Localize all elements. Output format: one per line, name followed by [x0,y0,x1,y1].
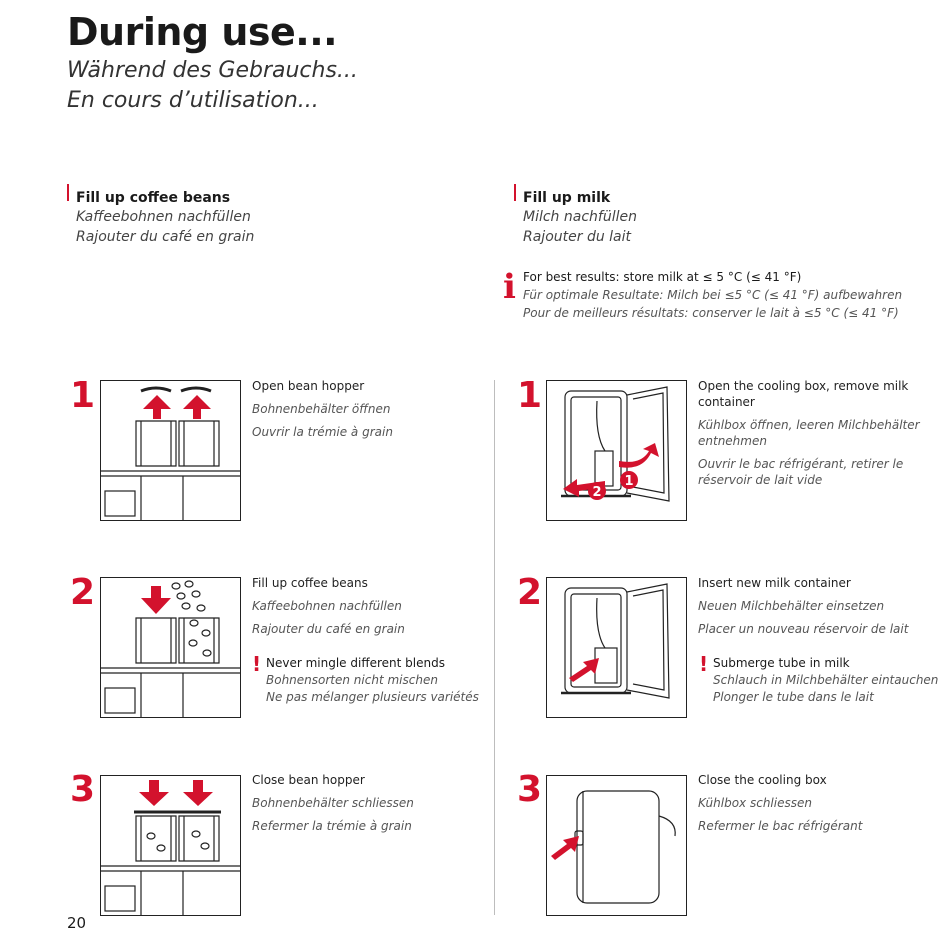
step-text-de: Kühlbox öffnen, leeren Milchbehälter ent… [698,418,920,448]
step-text-en: Open bean hopper [252,379,365,393]
step-text: Open the cooling box, remove milk contai… [698,378,928,488]
step-text-de: Neuen Milchbehälter einsetzen [698,599,885,613]
step-number: 3 [517,769,543,810]
column-divider [494,380,495,915]
step-text-fr: Ouvrir le bac réfrigérant, retirer le ré… [698,457,904,487]
step-text: Close bean hopper Bohnenbehälter schlies… [252,772,482,834]
step-text: Open bean hopper Bohnenbehälter öffnen O… [252,378,482,440]
step-text-en: Close the cooling box [698,773,827,787]
illustration-open-hopper [100,380,241,521]
step-text-de: Bohnenbehälter schliessen [252,796,414,810]
step-text-fr: Placer un nouveau réservoir de lait [698,622,909,636]
section-subtitle-fr: Rajouter du lait [523,229,632,245]
step-number: 2 [70,572,96,613]
step-text-fr: Ouvrir la trémie à grain [252,425,393,439]
step-text-fr: Refermer la trémie à grain [252,819,412,833]
illustration-close-cooling-box [546,775,687,916]
warning-icon: ! [699,652,709,676]
section-subtitle-fr: Rajouter du café en grain [76,229,255,245]
section-subtitle-de: Kaffeebohnen nachfüllen [76,209,251,225]
step-text-en: Insert new milk container [698,576,851,590]
section-title-milk: Fill up milk [523,190,611,206]
step-number: 2 [517,572,543,613]
page-subtitle-fr: En cours d’utilisation... [67,88,319,113]
step-text-de: Kühlbox schliessen [698,796,812,810]
step-number: 3 [70,769,96,810]
section-title-beans: Fill up coffee beans [76,190,231,206]
step-text-fr: Refermer le bac réfrigérant [698,819,863,833]
step-text-en: Close bean hopper [252,773,365,787]
step-text: Close the cooling box Kühlbox schliessen… [698,772,928,834]
callout-1: 1 [624,474,633,489]
step-text-de: Kaffeebohnen nachfüllen [252,599,402,613]
warning-de: Bohnensorten nicht mischen [266,673,438,687]
page-subtitle-de: Während des Gebrauchs... [67,58,358,83]
callout-2: 2 [592,485,601,500]
step-text-en: Open the cooling box, remove milk contai… [698,379,909,409]
illustration-open-cooling-box: 1 2 [546,380,687,521]
warning-de: Schlauch in Milchbehälter eintauchen [713,673,939,687]
info-note: For best results: store milk at ≤ 5 °C (… [523,268,902,322]
warning-note: Submerge tube in milk Schlauch in Milchb… [713,655,938,706]
page-number: 20 [67,914,87,932]
info-en: For best results: store milk at ≤ 5 °C (… [523,270,802,284]
info-fr: Pour de meilleurs résultats: conserver l… [523,306,899,320]
warning-fr: Ne pas mélanger plusieurs variétés [266,690,479,704]
section-marker [514,184,516,201]
section-subtitle-de: Milch nachfüllen [523,209,637,225]
illustration-insert-milk-container [546,577,687,718]
step-number: 1 [70,375,96,416]
step-text-fr: Rajouter du café en grain [252,622,405,636]
step-number: 1 [517,375,543,416]
illustration-close-hopper [100,775,241,916]
step-text-de: Bohnenbehälter öffnen [252,402,391,416]
step-text-en: Fill up coffee beans [252,576,368,590]
info-icon: i [503,267,516,307]
warning-en: Never mingle different blends [266,656,445,670]
warning-icon: ! [252,652,262,676]
warning-en: Submerge tube in milk [713,656,850,670]
warning-note: Never mingle different blends Bohnensort… [266,655,479,706]
section-marker [67,184,69,201]
illustration-fill-beans [100,577,241,718]
info-de: Für optimale Resultate: Milch bei ≤5 °C … [523,288,903,302]
page-title: During use... [67,10,338,54]
warning-fr: Plonger le tube dans le lait [713,690,874,704]
step-text: Insert new milk container Neuen Milchbeh… [698,575,928,637]
step-text: Fill up coffee beans Kaffeebohnen nachfü… [252,575,482,637]
